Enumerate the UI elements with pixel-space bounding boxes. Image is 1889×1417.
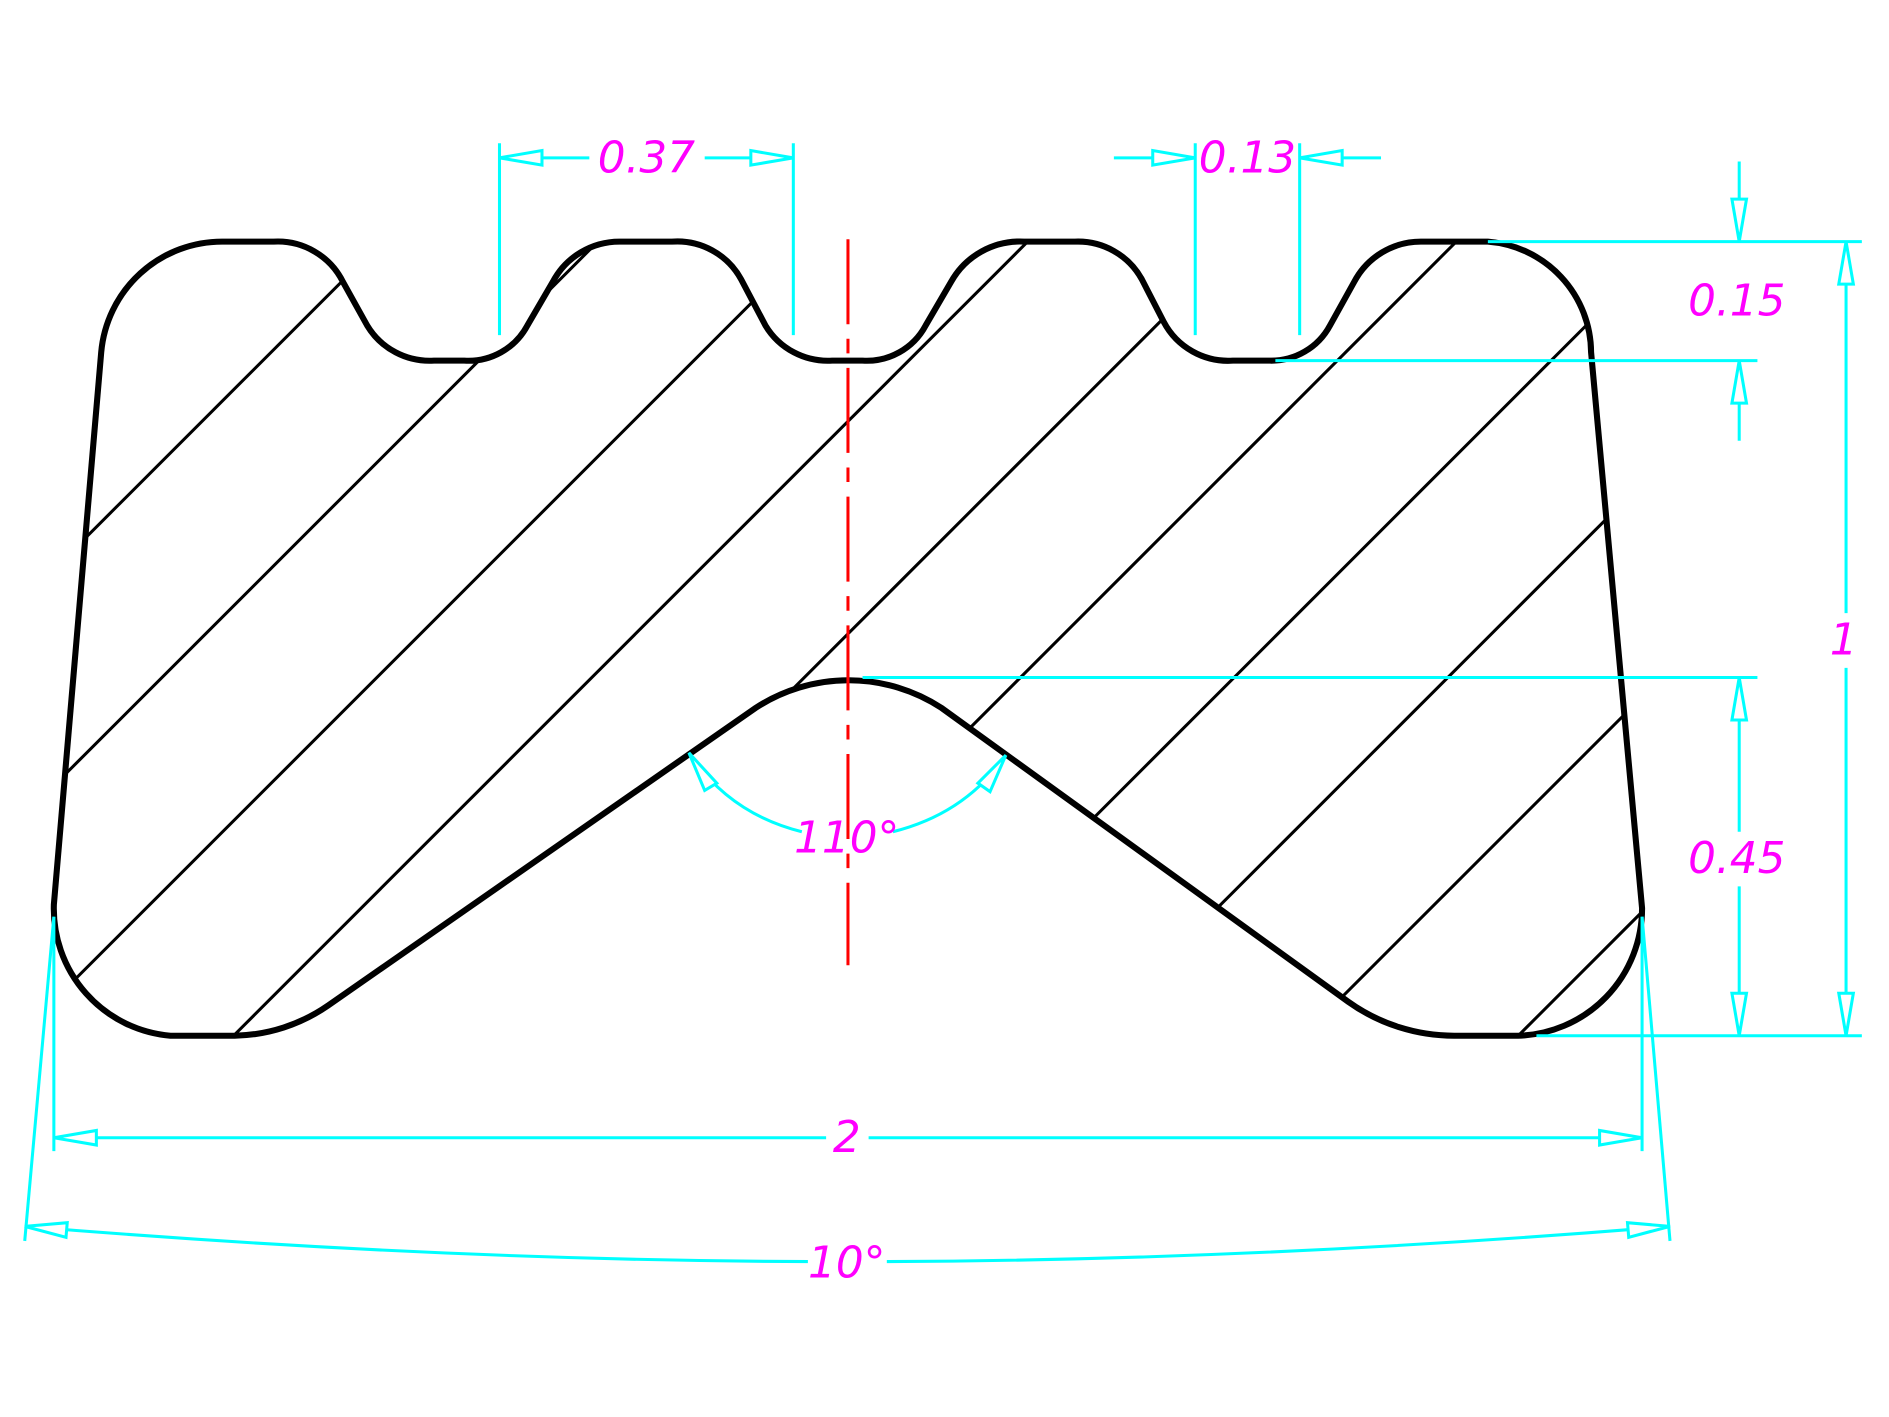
dim-notch-depth: 0.45: [862, 676, 1785, 1036]
hatch-line: [910, 241, 1643, 1036]
hatch-line: [1338, 241, 1643, 1036]
hatch-line: [54, 241, 1271, 1036]
dim-text-0.15: 0.15: [1688, 276, 1785, 327]
dim-text-10deg: 10°: [808, 1237, 885, 1288]
dim-groove-depth: 0.15: [1275, 161, 1862, 441]
dim-text-2: 2: [833, 1112, 861, 1163]
dim-width: 2: [52, 916, 1644, 1163]
dim-text-0.37: 0.37: [598, 132, 696, 183]
dim-text-1: 1: [1830, 614, 1858, 665]
dim-total-height: 1: [1536, 241, 1862, 1038]
hatch-line: [53, 241, 841, 1036]
dim-groove-flat: 0.13: [1113, 132, 1382, 336]
dim-text-110deg: 110°: [794, 812, 899, 863]
section-hatching: [53, 241, 1643, 1036]
dim-text-0.13: 0.13: [1199, 132, 1296, 183]
dim-groove-pitch: 0.37: [497, 132, 795, 336]
hatch-line: [53, 241, 1056, 1036]
hatch-line: [53, 241, 625, 1036]
dim-taper-angle: 10°: [23, 916, 1672, 1288]
dim-text-0.45: 0.45: [1688, 833, 1785, 884]
dim-notch-angle: 110°: [687, 751, 1008, 863]
